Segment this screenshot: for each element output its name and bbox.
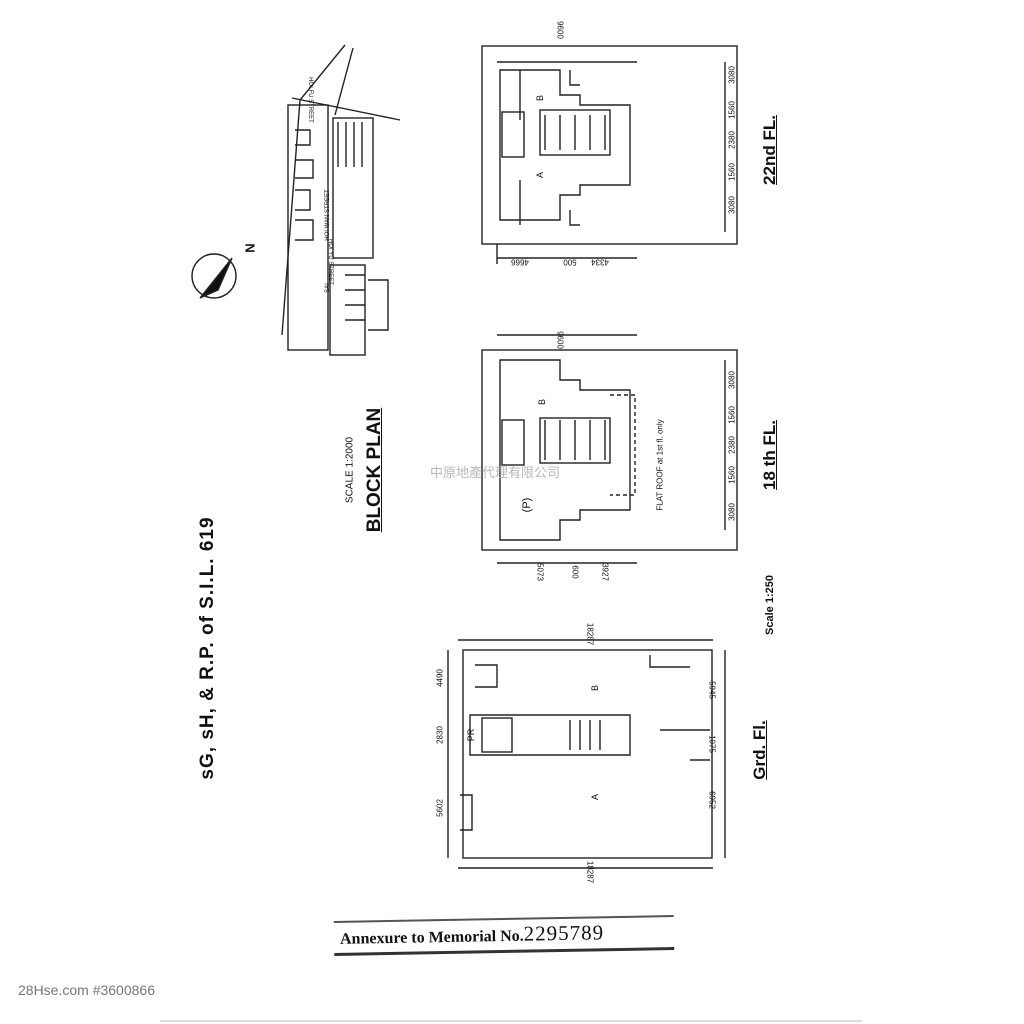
- dimension: 1560: [727, 163, 737, 181]
- ground-floor-label: Grd. Fl.: [750, 720, 769, 780]
- street-label: HOI YU STREET: [327, 239, 333, 285]
- street-label: HOI FU STREET: [307, 77, 313, 123]
- watermark: 中原地產代理有限公司: [430, 465, 561, 480]
- dimension: 5073: [535, 563, 545, 581]
- annexure-text: Annexure to Memorial No.: [339, 927, 524, 948]
- plans-scale: Scale 1:250: [764, 575, 776, 635]
- ground-floor-plan: [447, 639, 726, 869]
- floor-18-plan: [481, 334, 738, 564]
- dimension: 5602: [435, 799, 445, 817]
- dimension: 9600: [555, 21, 565, 39]
- dimension: 3080: [727, 66, 737, 84]
- unit-label: B: [537, 398, 547, 406]
- dimension: 4334: [591, 257, 609, 267]
- north-label: N: [242, 243, 258, 253]
- divider: [160, 1020, 862, 1022]
- dimension: 600: [570, 565, 580, 579]
- dimension: 3080: [727, 503, 737, 521]
- dimension: 6952: [707, 791, 717, 809]
- block-plan-title: BLOCK PLAN: [364, 407, 385, 533]
- dimension: 2380: [727, 131, 737, 149]
- dimension: 3080: [727, 371, 737, 389]
- north-arrow-icon: [191, 253, 237, 299]
- dimension: 18287: [585, 622, 595, 646]
- floor-22-plan: [481, 45, 738, 264]
- unit-label: PR: [466, 728, 476, 742]
- street-label: HOI WAN STREET: [325, 189, 331, 241]
- dimension: 1560: [727, 101, 737, 119]
- unit-label: A: [590, 793, 600, 801]
- dimension: 3080: [727, 196, 737, 214]
- block-plan-map: [281, 44, 401, 356]
- annexure-stamp: Annexure to Memorial No.2295789: [333, 915, 675, 956]
- dimension: 5945: [707, 681, 717, 699]
- floor-22-label: 22nd FL.: [760, 115, 779, 185]
- unit-label: A: [535, 171, 545, 179]
- credit-text: 28Hse.com #3600866: [18, 982, 155, 998]
- block-plan-scale: SCALE 1:2000: [344, 436, 356, 504]
- dimension: 2380: [727, 436, 737, 454]
- memorial-number: 2295789: [523, 920, 605, 946]
- dimension: 500: [563, 257, 577, 267]
- dimension: 4490: [435, 669, 445, 687]
- dimension: 1560: [727, 406, 737, 424]
- dimension: 2830: [435, 726, 445, 744]
- dimension: 1560: [727, 466, 737, 484]
- document-title: sG, sH, & R.P. of S.I.L. 619: [197, 516, 218, 780]
- dimension: 3927: [600, 563, 610, 581]
- unit-label: B: [535, 94, 545, 102]
- unit-label: B: [590, 684, 600, 692]
- flat-roof-note: FLAT ROOF at 1st fl. only: [655, 419, 665, 511]
- dimension: 18287: [585, 860, 595, 884]
- dimension: 4666: [511, 257, 529, 267]
- dimension: 1075: [707, 735, 717, 753]
- floor-18-label: 18 th FL.: [760, 420, 779, 490]
- street-label: SAI: [325, 283, 331, 293]
- unit-label: (P): [521, 497, 533, 513]
- dimension: 9600: [555, 331, 565, 349]
